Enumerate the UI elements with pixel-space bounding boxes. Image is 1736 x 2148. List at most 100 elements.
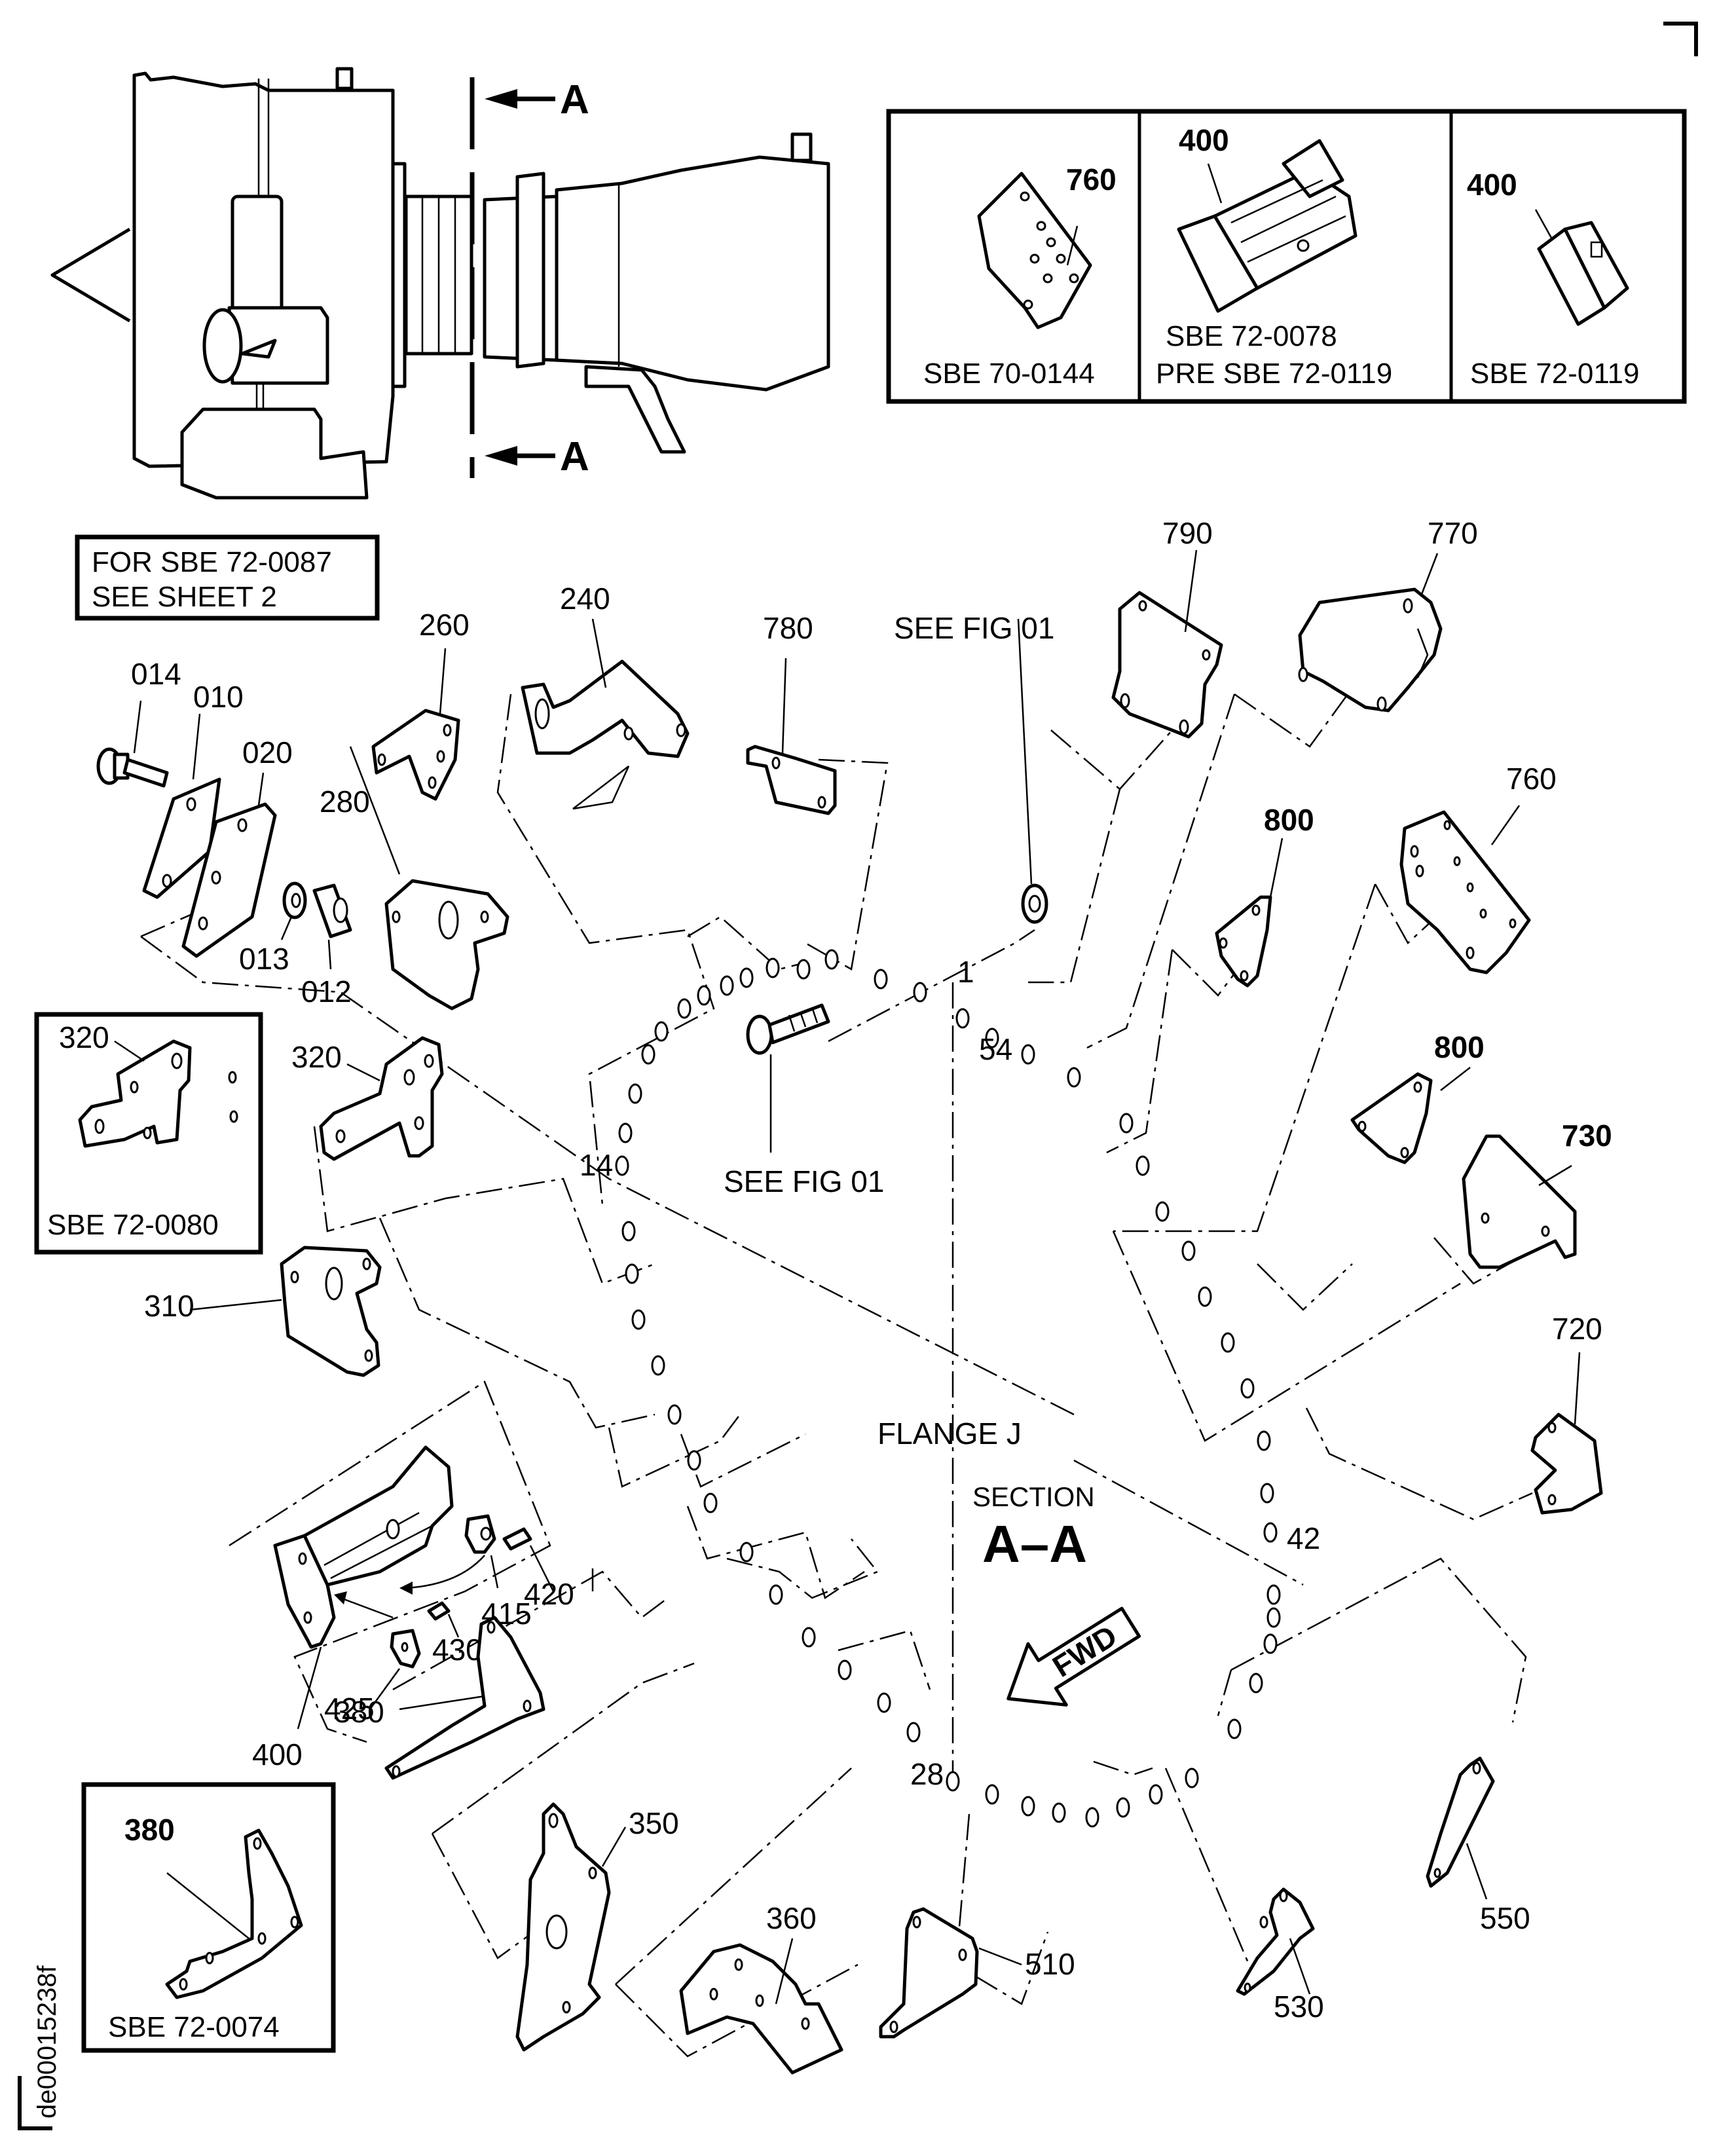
callout-760: 760: [1506, 762, 1557, 796]
section-line-a-a: A A: [470, 77, 589, 479]
part-320-bracket: 320: [291, 1036, 444, 1161]
part-800-bracket-upper: 800: [1215, 803, 1314, 988]
part-020-bracket: 020: [181, 735, 293, 958]
part-310-bracket: 310: [144, 1246, 382, 1377]
see-fig-01-bottom: SEE FIG 01: [724, 1164, 884, 1198]
callout-020: 020: [242, 735, 293, 769]
part-420-screw: 420: [502, 1527, 594, 1611]
callout-260: 260: [419, 608, 470, 642]
part-260-bracket: 260: [371, 608, 470, 801]
inset-caption-sbe-72-0074: SBE 72-0074: [108, 2011, 280, 2043]
part-730-bracket: 730: [1462, 1119, 1612, 1269]
callout-014: 014: [131, 657, 181, 691]
callout-380-inset: 380: [124, 1813, 175, 1847]
callout-730: 730: [1562, 1119, 1612, 1153]
part-550-bracket: 550: [1426, 1756, 1530, 1935]
inset-caption-sbe-72-0119: SBE 72-0119: [1470, 358, 1639, 390]
corner-mark-top-right: [1663, 22, 1698, 56]
hole-position-14: 14: [580, 1148, 613, 1182]
note-line-1: FOR SBE 72-0087: [92, 546, 332, 578]
inset-caption-sbe-72-0078: SBE 72-0078: [1166, 320, 1337, 352]
hole-position-1: 1: [957, 955, 974, 989]
corner-mark-bottom-left: [18, 2076, 52, 2130]
inset-panel-sbe-70-0144: 760 SBE 70-0144: [923, 162, 1117, 390]
part-380-bracket: 380: [334, 1616, 545, 1780]
callout-720: 720: [1552, 1312, 1602, 1346]
callout-320-inset: 320: [59, 1020, 109, 1054]
callout-800-upper: 800: [1264, 803, 1314, 837]
fwd-arrow: FWD: [1007, 1606, 1141, 1707]
callout-420: 420: [524, 1577, 574, 1611]
callout-790: 790: [1162, 516, 1213, 550]
inset-caption-sbe-72-0080: SBE 72-0080: [47, 1209, 219, 1241]
callout-550: 550: [1480, 1901, 1530, 1935]
phantom-assembly-lines: [140, 674, 1533, 2058]
callout-400-inset-b: 400: [1467, 168, 1517, 202]
part-nut-see-fig: SEE FIG 01: [894, 611, 1054, 924]
note-line-2: SEE SHEET 2: [92, 581, 277, 613]
callout-380: 380: [334, 1695, 384, 1729]
callout-530: 530: [1274, 1990, 1324, 2024]
part-720-bracket: 720: [1530, 1312, 1603, 1515]
section-marker-bottom: A: [560, 434, 589, 479]
part-780-bracket: 780: [746, 611, 837, 815]
part-415-washer: 415: [399, 1514, 532, 1631]
callout-800-lower: 800: [1434, 1030, 1485, 1064]
part-014-bolt: 014: [96, 657, 181, 788]
note-box-sheet-2: FOR SBE 72-0087 SEE SHEET 2: [75, 534, 380, 621]
part-425-plate: 425: [324, 1629, 421, 1726]
part-360-bracket: 360: [679, 1901, 843, 2075]
part-350-bracket: 350: [515, 1802, 679, 2052]
part-012-nut: 012: [301, 883, 352, 1009]
inset-box-sbe-72-0080: 320 SBE 72-0080: [34, 1012, 263, 1255]
inset-box-top: 760 SBE 70-0144 400 SBE 72-0078 PRE SBE …: [886, 109, 1687, 404]
part-770-bracket: 770: [1298, 516, 1478, 713]
section-title-small: SECTION: [972, 1481, 1095, 1512]
flange-j-label: FLANGE J: [877, 1417, 1022, 1451]
part-240-bracket: 240: [521, 582, 690, 810]
hole-position-42: 42: [1287, 1521, 1320, 1555]
document-id: de00015238f: [33, 1965, 62, 2119]
section-marker-top: A: [560, 77, 589, 122]
part-bolt-see-fig: SEE FIG 01: [724, 1003, 884, 1198]
part-510-bracket: 510: [879, 1907, 1075, 2039]
callout-510: 510: [1025, 1947, 1075, 1981]
callout-400-inset-a: 400: [1179, 123, 1229, 157]
part-400-bracket-assembly: 400: [252, 1445, 454, 1771]
part-280-bracket: 280: [320, 746, 509, 1010]
callout-780: 780: [763, 611, 813, 645]
part-800-bracket-lower: 800: [1350, 1030, 1485, 1164]
bolt-hole-ring: [615, 949, 1281, 1828]
see-fig-01-top: SEE FIG 01: [894, 611, 1054, 645]
callout-360: 360: [766, 1901, 817, 1935]
part-013-washer: 013: [239, 881, 307, 976]
part-790-bracket: 790: [1111, 516, 1223, 739]
callout-400: 400: [252, 1737, 303, 1771]
part-760-plate: 760: [1399, 762, 1557, 974]
callout-010: 010: [193, 680, 244, 714]
inset-panel-sbe-72-0078: 400 SBE 72-0078 PRE SBE 72-0119: [1156, 123, 1392, 390]
callout-425: 425: [324, 1692, 375, 1726]
section-title-big: A–A: [982, 1515, 1087, 1573]
part-430-rivet: 430: [334, 1591, 483, 1667]
callout-012: 012: [301, 974, 352, 1009]
hole-position-28: 28: [910, 1757, 944, 1791]
callout-310: 310: [144, 1289, 194, 1323]
part-530-bracket: 530: [1236, 1887, 1324, 2024]
part-010-plate: 010: [142, 680, 244, 899]
callout-280: 280: [320, 785, 370, 819]
hole-position-54: 54: [979, 1032, 1012, 1066]
callout-013: 013: [239, 942, 289, 976]
callout-770: 770: [1428, 516, 1478, 550]
inset-box-sbe-72-0074: 380 SBE 72-0074: [81, 1782, 336, 2053]
callout-240: 240: [560, 582, 610, 616]
inset-panel-sbe-72-0119: 400 SBE 72-0119: [1467, 168, 1639, 390]
engine-overview: [50, 67, 830, 500]
callout-430: 430: [432, 1633, 483, 1667]
callout-350: 350: [629, 1806, 679, 1840]
callout-760-inset: 760: [1066, 162, 1117, 196]
callout-320: 320: [291, 1040, 342, 1074]
inset-caption-pre-sbe-72-0119: PRE SBE 72-0119: [1156, 358, 1392, 390]
inset-caption-sbe-70-0144: SBE 70-0144: [923, 358, 1095, 390]
